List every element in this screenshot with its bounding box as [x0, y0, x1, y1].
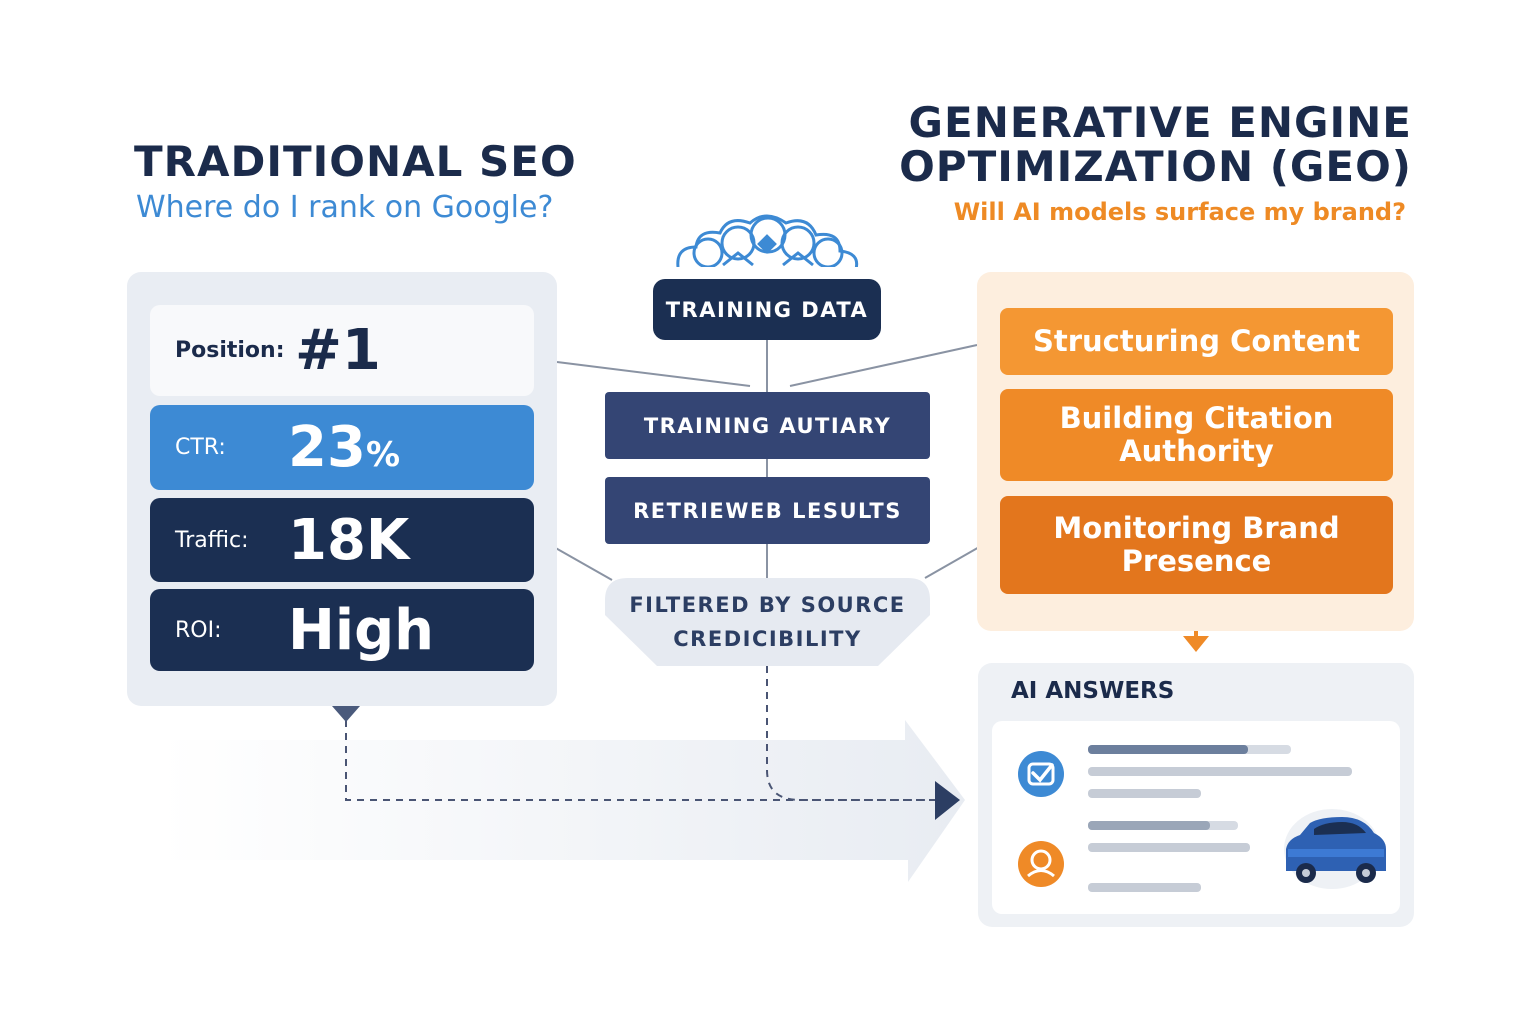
metric-value: #1	[295, 318, 381, 383]
ai-answers-content	[1018, 745, 1386, 892]
metric-value: 18K	[288, 507, 410, 573]
metric-value-suffix: %	[365, 435, 401, 475]
metric-label: Position:	[175, 338, 285, 363]
filter-label-line2: CREDICIBILITY	[673, 627, 862, 651]
metric-roi: ROI: High	[150, 589, 534, 671]
retrieved-results-box: RETRIEWEB LESULTS	[605, 477, 930, 544]
left-down-arrow	[332, 706, 360, 722]
geo-step-line2: Authority	[1119, 434, 1274, 468]
car-icon	[1284, 809, 1386, 889]
metric-traffic: Traffic: 18K	[150, 498, 534, 582]
dashed-center-path	[766, 666, 935, 801]
dashed-left-path	[345, 720, 935, 801]
filter-label: FILTERED BY SOURCE CREDICIBILITY	[605, 578, 930, 666]
connector-line	[556, 361, 751, 387]
metric-label: ROI:	[175, 617, 222, 643]
answer-line	[1088, 883, 1201, 892]
geo-subtitle: Will AI models surface my brand?	[953, 198, 1406, 226]
answer-line-highlight	[1088, 745, 1248, 754]
traditional-seo-title: TRADITIONAL SEO	[134, 137, 577, 186]
filter-label-line1: FILTERED BY SOURCE	[629, 593, 906, 617]
metric-value: High	[288, 597, 435, 663]
geo-step-line1: Structuring Content	[1032, 324, 1361, 358]
filter-funnel-shape	[605, 578, 930, 666]
training-authority-box: TRAINING AUTIARY	[605, 392, 930, 459]
ai-answers-title: AI ANSWERS	[1011, 678, 1175, 704]
check-badge-icon	[1018, 751, 1064, 797]
metric-value: 23%	[288, 415, 400, 480]
metric-label: CTR:	[175, 435, 226, 460]
answer-line-highlight	[1088, 821, 1210, 830]
metric-value-number: 23	[288, 415, 366, 480]
connector-line	[789, 344, 978, 387]
metric-ctr: CTR: 23%	[150, 405, 534, 490]
geo-step-citation: Building Citation Authority	[1000, 389, 1393, 481]
person-badge-icon	[1018, 841, 1064, 887]
background-arrow-shape	[160, 720, 965, 882]
metric-position: Position: #1	[150, 305, 534, 396]
answer-line	[1088, 843, 1250, 852]
geo-step-structuring: Structuring Content	[1000, 308, 1393, 375]
geo-step-line1: Monitoring Brand	[1053, 511, 1340, 545]
dashed-arrow-head	[935, 781, 960, 820]
geo-step-line2: Presence	[1121, 544, 1272, 578]
geo-step-monitoring: Monitoring Brand Presence	[1000, 496, 1393, 594]
neural-cloud-icon	[670, 214, 866, 279]
answer-line	[1088, 789, 1201, 798]
answer-line	[1088, 767, 1352, 776]
metric-label: Traffic:	[175, 527, 249, 553]
geo-step-line1: Building Citation	[1059, 401, 1334, 435]
training-data-box: TRAINING DATA	[653, 279, 881, 340]
geo-title-line2: OPTIMIZATION (GEO)	[899, 142, 1412, 191]
traditional-seo-subtitle: Where do I rank on Google?	[136, 190, 554, 225]
right-down-arrow	[1183, 636, 1209, 652]
geo-title-line1: GENERATIVE ENGINE	[908, 98, 1412, 147]
